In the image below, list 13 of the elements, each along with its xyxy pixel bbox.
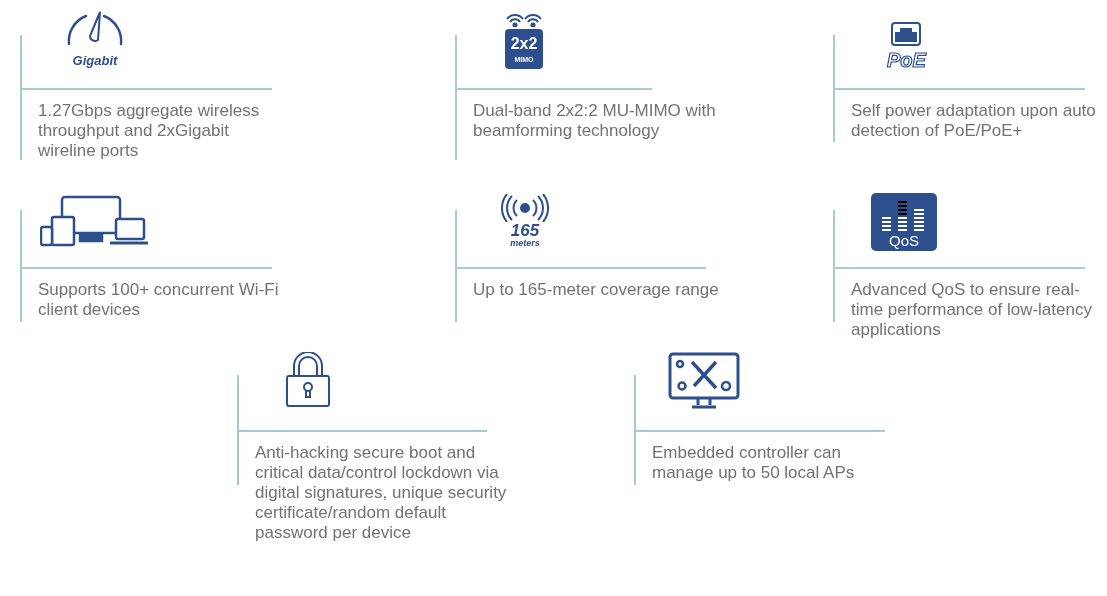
icon-caption: 165	[510, 222, 540, 239]
feature-description: Anti-hacking secure boot and critical data/control lockdown via digital signatures, unique security certificate/random default password per device	[255, 443, 508, 543]
icon-caption: PoE	[887, 50, 926, 70]
icon-caption: Gigabit	[72, 54, 118, 67]
qos-badge: QoS	[871, 193, 937, 251]
feature-description: Self power adaptation upon auto detection of PoE/PoE+	[851, 101, 1097, 141]
feature-description: Advanced QoS to ensure real-time performance of low-latency applications	[851, 280, 1093, 340]
feature-description: Supports 100+ concurrent Wi-Fi client devices	[38, 280, 280, 320]
icon-caption: meters	[510, 239, 540, 248]
feature-description: Dual-band 2x2:2 MU-MIMO with beamforming technology	[473, 101, 717, 141]
feature-description: Embedded controller can manage up to 50 local APs	[652, 443, 856, 483]
feature-description: Up to 165-meter coverage range	[473, 280, 720, 300]
feature-description: 1.27Gbps aggregate wireless throughput and 2xGigabit wireline ports	[38, 101, 261, 161]
